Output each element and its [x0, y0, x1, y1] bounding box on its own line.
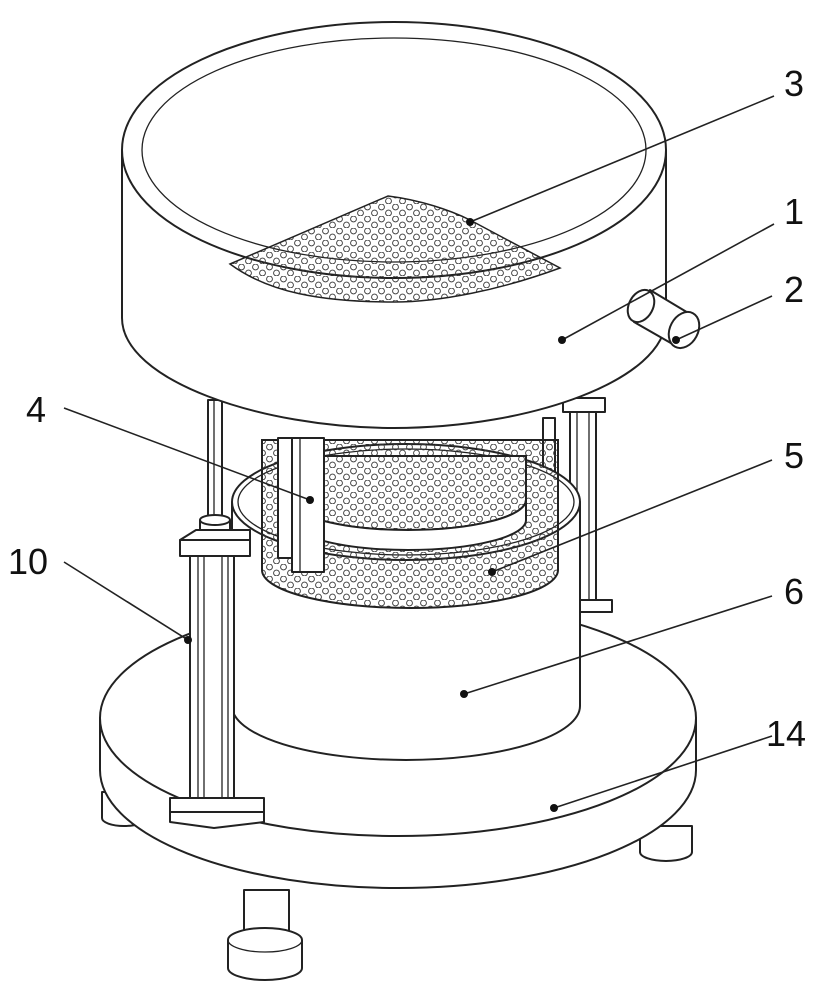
top-bowl: [121, 21, 667, 429]
callout-1: 1: [784, 191, 804, 232]
callout-2: 2: [784, 269, 804, 310]
callout-10: 10: [8, 541, 48, 582]
callout-labels: 3 1 2 4 5 10 6 14: [8, 63, 806, 754]
callout-5: 5: [784, 435, 804, 476]
drive-shaft-bracket: [277, 437, 325, 573]
callout-6: 6: [784, 571, 804, 612]
leader-lines: [63, 95, 775, 812]
callout-4: 4: [26, 389, 46, 430]
screen-mesh: [228, 195, 562, 303]
callout-3: 3: [784, 63, 804, 104]
front-hydraulic-cylinder: [169, 399, 265, 829]
callout-14: 14: [766, 713, 806, 754]
support-feet: [101, 791, 693, 981]
